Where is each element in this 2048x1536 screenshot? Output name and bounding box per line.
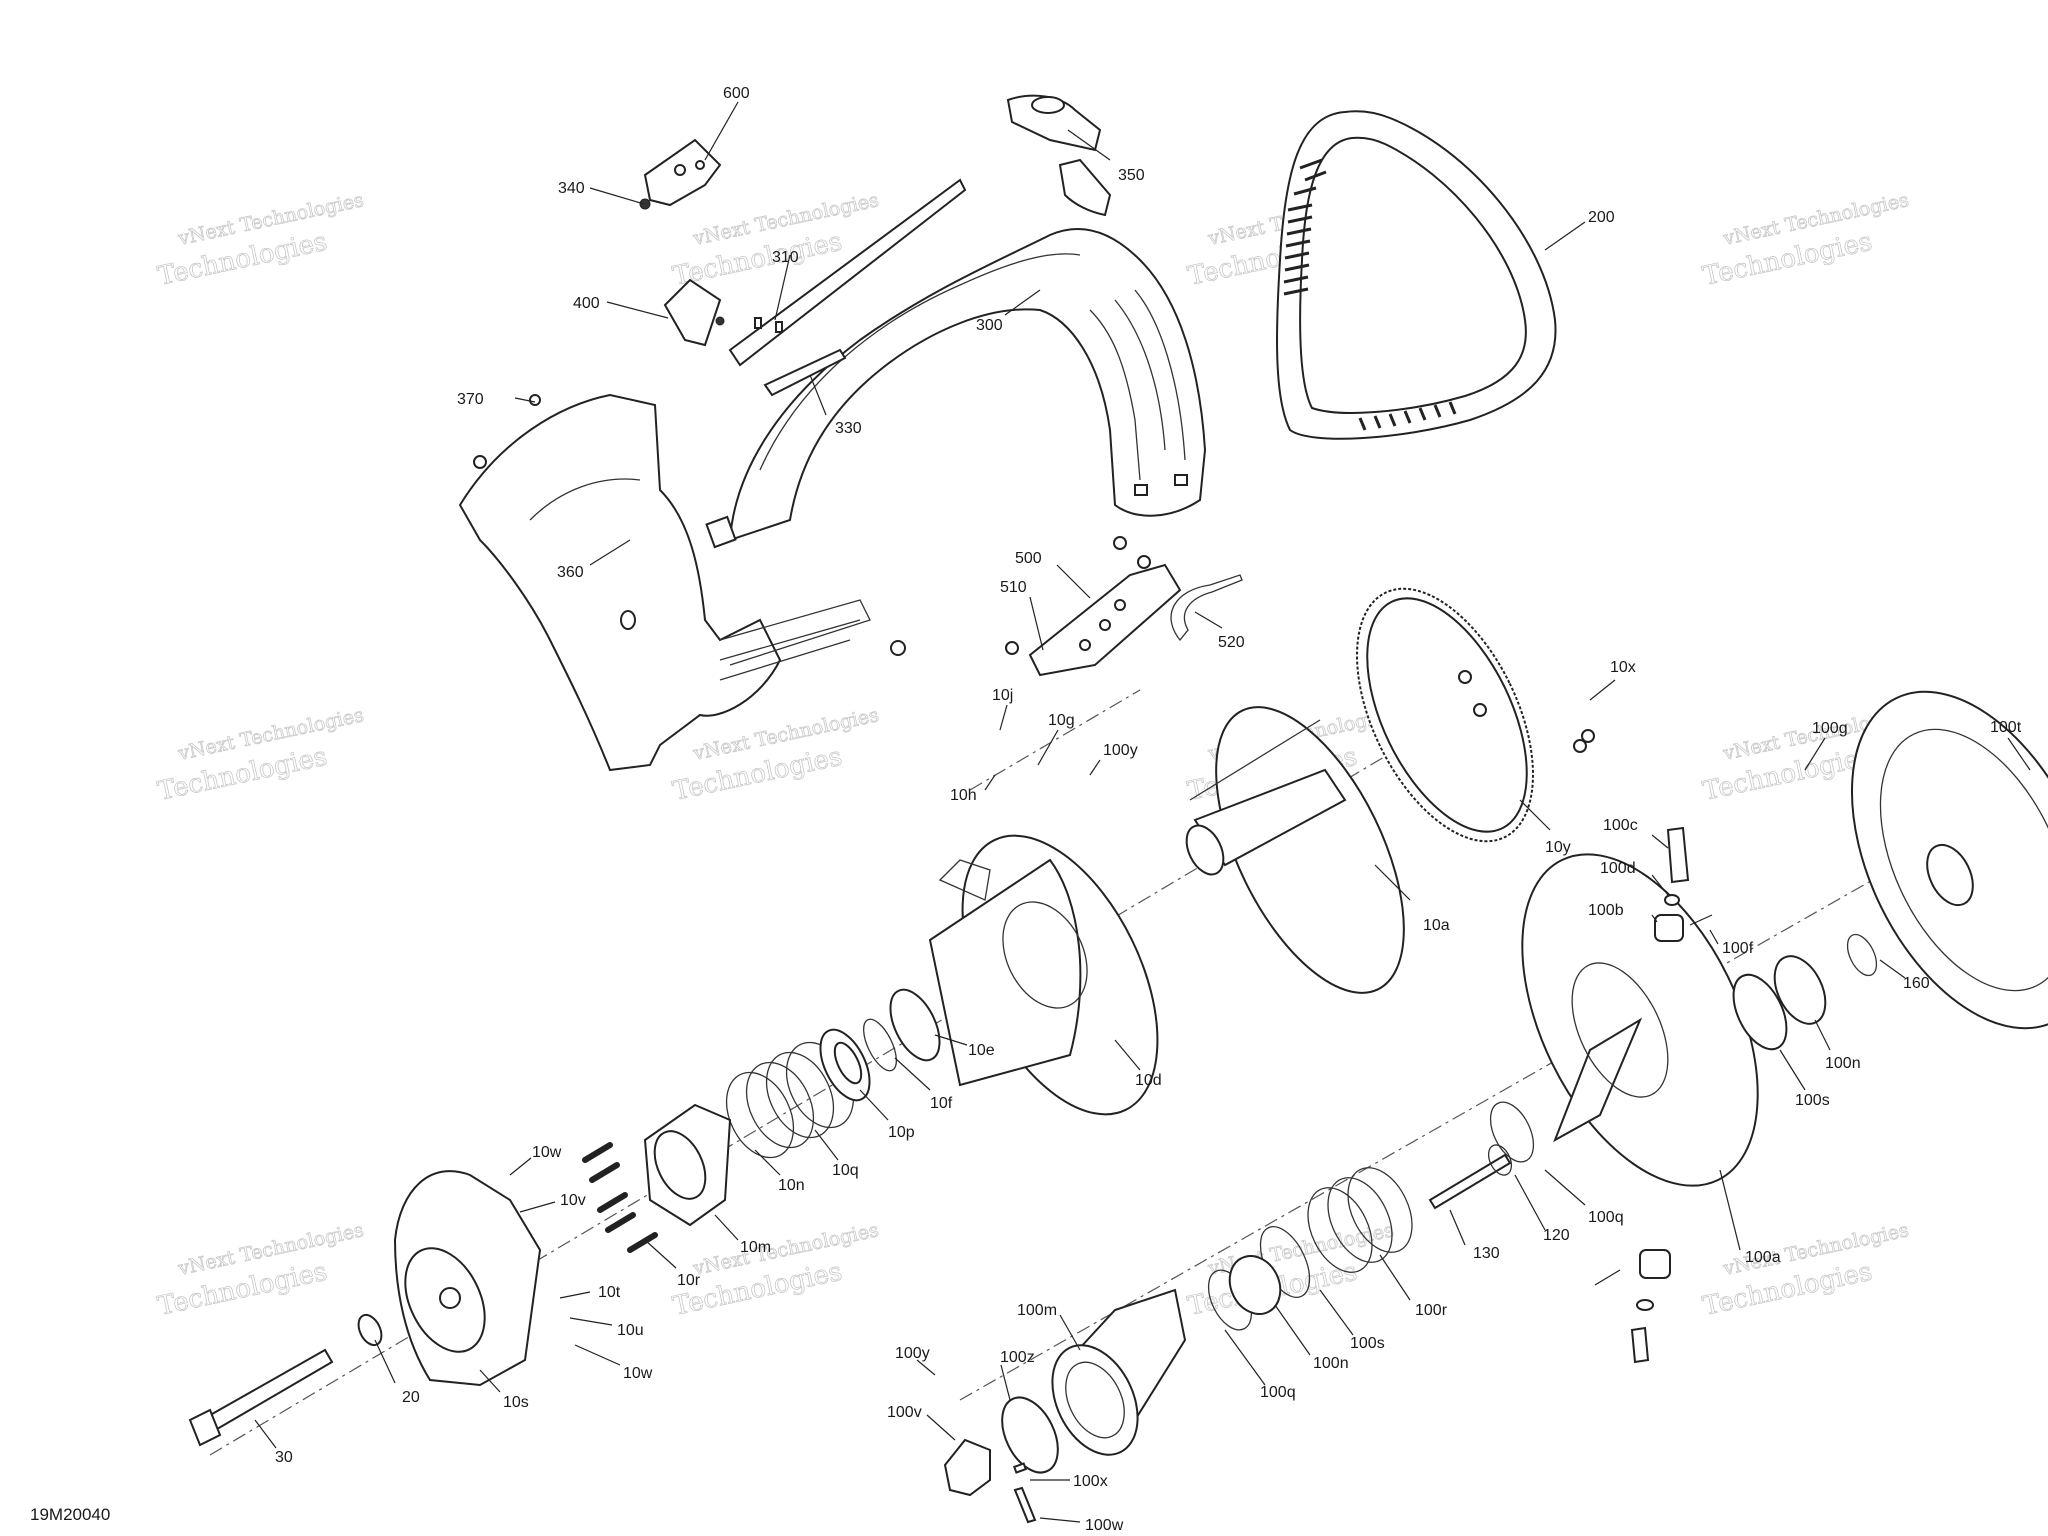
callout-10w-top: 10w [532, 1144, 562, 1161]
callout-200: 200 [1588, 209, 1615, 226]
callout-100g: 100g [1812, 720, 1848, 737]
callout-370: 370 [457, 391, 484, 408]
callout-100n-mid: 100n [1313, 1355, 1349, 1372]
callout-350: 350 [1118, 167, 1145, 184]
driven-spring-part [1307, 1167, 1413, 1273]
callout-labels: 600 340 350 200 310 400 300 330 370 360 … [275, 85, 2022, 1534]
callout-100m: 100m [1017, 1302, 1057, 1319]
callout-120: 120 [1543, 1227, 1570, 1244]
callout-10x: 10x [1610, 659, 1636, 676]
callout-20: 20 [402, 1389, 420, 1406]
cam-100m-part [1051, 1288, 1187, 1456]
callout-520: 520 [1218, 634, 1245, 651]
driven-sheave-fixed-part [1850, 690, 2048, 1030]
bracket-600-part [639, 138, 722, 210]
drive-belt-part [1276, 110, 1557, 440]
bushing-10e-part [889, 988, 941, 1062]
washer-100z-part [1001, 1396, 1059, 1474]
callout-600: 600 [723, 85, 750, 102]
washers-100q-part [1207, 1101, 1535, 1331]
callout-100f: 100f [1722, 940, 1754, 957]
callout-10n: 10n [778, 1177, 805, 1194]
nut-100v-part [943, 1438, 1028, 1497]
clip-520-part [1170, 574, 1243, 642]
bolt-30-part [188, 1348, 334, 1447]
movable-sheave-part [928, 834, 1159, 1116]
callout-300: 300 [976, 317, 1003, 334]
callout-100s-right: 100s [1795, 1092, 1830, 1109]
washer-10p-part [819, 1028, 871, 1102]
callout-100c: 100c [1603, 817, 1638, 834]
drawing-code: 19M20040 [30, 1505, 110, 1524]
callout-130: 130 [1473, 1245, 1500, 1262]
callout-500: 500 [1015, 550, 1042, 567]
callout-10d: 10d [1135, 1072, 1162, 1089]
callout-10t: 10t [598, 1284, 621, 1301]
callout-510: 510 [1000, 579, 1027, 596]
callout-100b: 100b [1588, 902, 1624, 919]
callout-100s-mid: 100s [1350, 1335, 1385, 1352]
callout-100q-mid: 100q [1260, 1384, 1296, 1401]
belt-cogs [1283, 158, 1457, 431]
washers-100n-100s-part [1732, 933, 1878, 1051]
callout-10f: 10f [930, 1095, 953, 1112]
callout-10p: 10p [888, 1124, 915, 1141]
driven-sheave-part [1521, 853, 1759, 1187]
callout-10m: 10m [740, 1239, 771, 1256]
callout-100n-right: 100n [1825, 1055, 1861, 1072]
callout-400: 400 [573, 295, 600, 312]
callout-10e: 10e [968, 1042, 995, 1059]
callout-330: 330 [835, 420, 862, 437]
callout-10w-bottom: 10w [623, 1365, 653, 1382]
washer-20-part [357, 1313, 383, 1347]
callout-30: 30 [275, 1449, 293, 1466]
callout-100q-right: 100q [1588, 1209, 1624, 1226]
callout-10r: 10r [677, 1272, 701, 1289]
bracket-500-part [1005, 536, 1182, 677]
callout-340: 340 [558, 180, 585, 197]
callout-160: 160 [1903, 975, 1930, 992]
pin-100w-part [1013, 1486, 1037, 1524]
driven-shaft-130-part [1428, 1153, 1512, 1210]
callout-10a: 10a [1423, 917, 1450, 934]
callout-310: 310 [772, 249, 799, 266]
small-parts-100b-100c [1654, 826, 1713, 942]
callout-100d: 100d [1600, 860, 1636, 877]
callout-100x: 100x [1073, 1473, 1108, 1490]
drive-cover-part [393, 1170, 542, 1387]
callout-10g: 10g [1048, 712, 1075, 729]
callout-10s: 10s [503, 1394, 529, 1411]
callout-100z: 100z [1000, 1349, 1035, 1366]
callout-10y: 10y [1545, 839, 1571, 856]
ring-gear-part [1356, 587, 1595, 843]
callout-100v: 100v [887, 1404, 922, 1421]
callout-100r: 100r [1415, 1302, 1448, 1319]
callout-10v: 10v [560, 1192, 586, 1209]
lower-belt-guard-part [458, 393, 906, 772]
callout-10u: 10u [617, 1322, 644, 1339]
callout-360: 360 [557, 564, 584, 581]
callout-100t: 100t [1990, 719, 2022, 736]
callout-10q: 10q [832, 1162, 859, 1179]
pins-10r-part [582, 1142, 658, 1253]
callout-100y-top: 100y [1103, 742, 1138, 759]
callout-10j: 10j [992, 687, 1013, 704]
spider-part [643, 1103, 732, 1227]
ring-10f-part [863, 1018, 897, 1072]
callout-100y-bottom: 100y [895, 1345, 930, 1362]
guard-support-part [728, 178, 967, 397]
bracket-400-part [663, 278, 725, 347]
leader-lines [254, 101, 2031, 1523]
callout-10h: 10h [950, 787, 977, 804]
small-parts-right-bottom [1594, 1249, 1671, 1364]
fixed-sheave-part [1185, 706, 1405, 994]
callout-100w: 100w [1085, 1517, 1124, 1534]
callout-100a: 100a [1745, 1249, 1781, 1266]
